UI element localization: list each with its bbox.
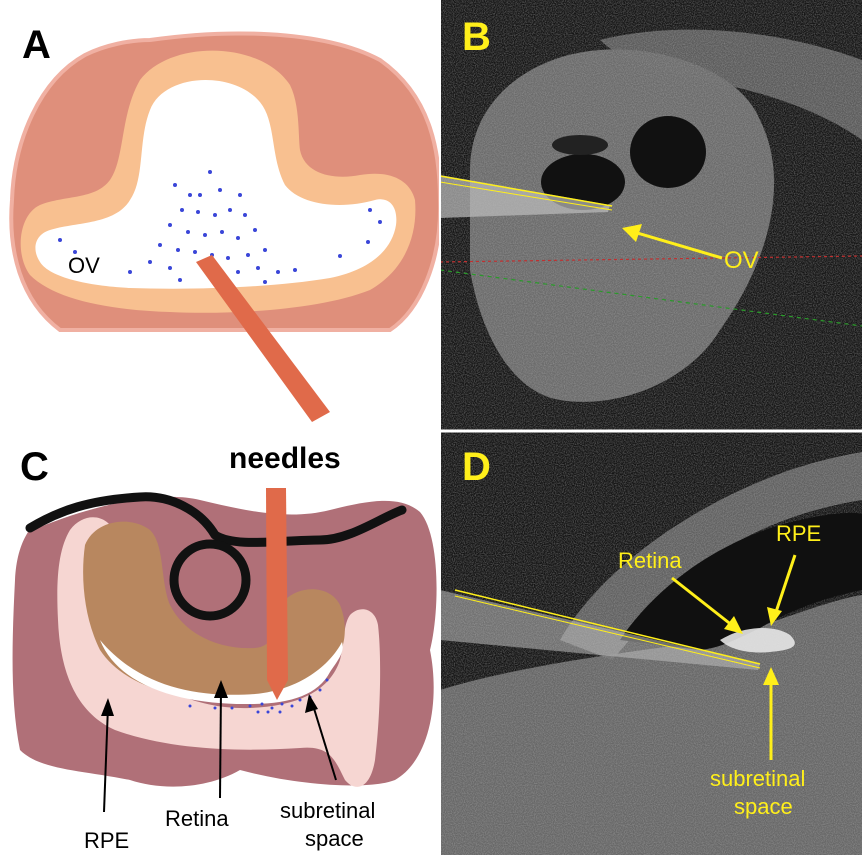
needles-label: needles xyxy=(229,442,341,475)
subretinal-label-d-line1: subretinal xyxy=(710,766,805,791)
panel-b: B OV xyxy=(440,0,862,430)
panel-d: D Retina RPE subretinal space xyxy=(440,432,862,855)
panel-c: C RPE Retina subretinal space xyxy=(13,445,437,853)
ventricle-right-b xyxy=(630,116,706,188)
retina-label-d: Retina xyxy=(618,548,682,573)
subretinal-label-c-line2: space xyxy=(305,826,364,851)
needle-c xyxy=(266,488,288,700)
rpe-label-c: RPE xyxy=(84,828,129,853)
panel-b-letter: B xyxy=(462,15,491,59)
panel-a-letter: A xyxy=(22,23,51,67)
ventricle-mid-b xyxy=(552,135,608,155)
ov-label-b: OV xyxy=(724,247,759,274)
rpe-label-d: RPE xyxy=(776,521,821,546)
subretinal-label-d-line2: space xyxy=(734,794,793,819)
retina-arrow-c xyxy=(220,688,221,798)
panel-c-letter: C xyxy=(20,445,49,489)
subretinal-label-c-line1: subretinal xyxy=(280,798,375,823)
ov-label-a: OV xyxy=(68,253,100,278)
lens-circle-c xyxy=(174,544,246,616)
retina-label-c: Retina xyxy=(165,806,229,831)
panel-d-letter: D xyxy=(462,445,491,489)
